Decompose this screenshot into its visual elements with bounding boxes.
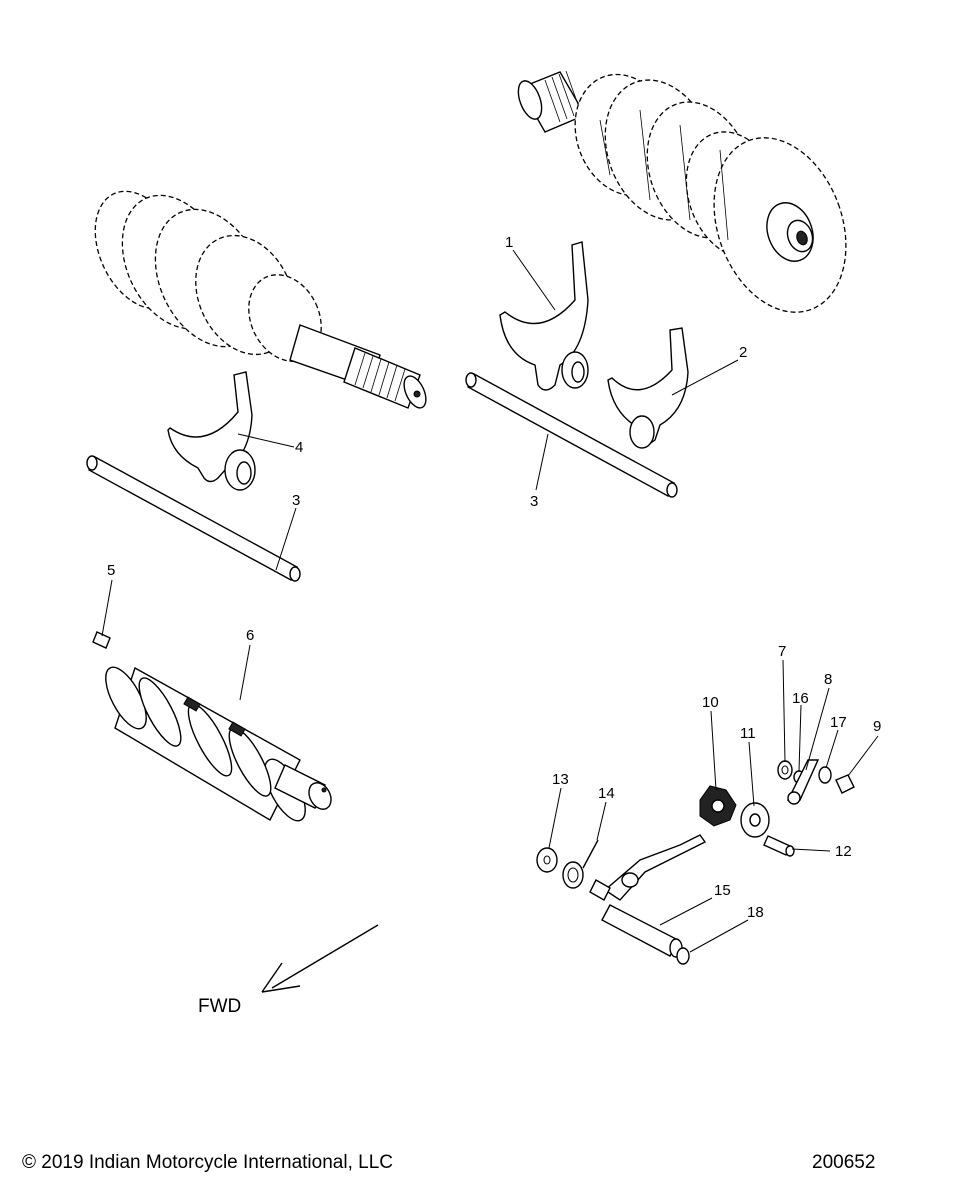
callout-numbers: 1 2 3 3 4 5 6 7 8 9 10 11 12 13 14 15 16…: [107, 234, 881, 921]
callout-6: 6: [246, 627, 254, 644]
washer-11: [740, 802, 770, 838]
drawing-number: 200652: [812, 1152, 876, 1173]
callout-7: 7: [778, 643, 786, 660]
callout-11: 11: [740, 725, 756, 742]
copyright-notice: © 2019 Indian Motorcycle International, …: [22, 1152, 393, 1173]
shift-star-plate: [699, 785, 737, 827]
forward-direction-arrow: FWD: [198, 924, 379, 1017]
oring-18: [676, 947, 690, 965]
callout-8: 8: [824, 671, 832, 688]
callout-13: 13: [552, 771, 569, 788]
left-gear-cluster: [94, 190, 427, 409]
bolt-9: [835, 774, 855, 794]
callout-16: 16: [792, 690, 809, 707]
shift-rail-left: [86, 455, 301, 582]
shift-fork-4: [167, 371, 256, 491]
callout-9: 9: [873, 718, 881, 735]
shift-drum: [105, 666, 332, 822]
washer-17: [818, 766, 832, 784]
shift-fork-1: [499, 241, 589, 391]
callout-2: 2: [739, 344, 747, 361]
callout-3-left: 3: [292, 492, 300, 509]
exploded-parts-diagram: 1 2 3 3 4 5 6 7 8 9 10 11 12 13 14 15 16…: [86, 70, 881, 1017]
callout-14: 14: [598, 785, 615, 802]
shift-rail-right: [465, 372, 678, 498]
fwd-label: FWD: [198, 996, 241, 1017]
callout-1: 1: [505, 234, 513, 251]
spring-14: [562, 839, 599, 889]
callout-10: 10: [702, 694, 719, 711]
callout-12: 12: [835, 843, 852, 860]
callout-5: 5: [107, 562, 115, 579]
stopper-arm-8: [786, 759, 820, 805]
detent-pin: [92, 631, 111, 649]
spring-7: [777, 760, 793, 780]
callout-18: 18: [747, 904, 764, 921]
callout-17: 17: [830, 714, 847, 731]
shift-fork-2: [607, 327, 689, 449]
pin-12: [763, 835, 795, 857]
shift-shaft-15: [589, 834, 707, 958]
washer-13: [536, 847, 558, 873]
callout-15: 15: [714, 882, 731, 899]
upper-gear-cluster: [517, 70, 847, 313]
leader-lines: [101, 249, 879, 953]
callout-3-right: 3: [530, 493, 538, 510]
callout-4: 4: [295, 439, 303, 456]
